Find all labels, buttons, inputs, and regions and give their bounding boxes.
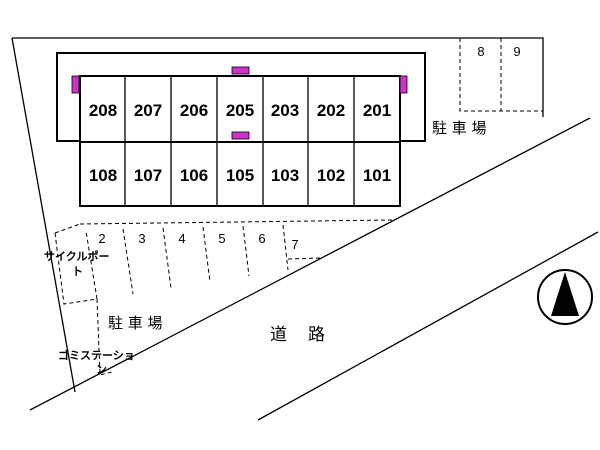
marker-top-center — [231, 66, 250, 75]
door-markers — [71, 66, 408, 140]
parking-top: 8 9 駐 車 場 — [432, 38, 543, 137]
marker-right — [399, 75, 408, 94]
room-201: 201 — [363, 101, 391, 120]
room-208: 208 — [89, 101, 117, 120]
garbage-station-label-continued: ン — [96, 363, 107, 376]
parking-slot-2: 2 — [98, 231, 105, 246]
room-107: 107 — [134, 166, 162, 185]
parking-slot-3: 3 — [138, 231, 145, 246]
room-205: 205 — [226, 101, 254, 120]
room-105: 105 — [226, 166, 254, 185]
room-202: 202 — [317, 101, 345, 120]
marker-left — [71, 75, 80, 94]
room-203: 203 — [271, 101, 299, 120]
parking-top-label: 駐 車 場 — [432, 119, 487, 137]
garbage-station-label: ゴミステーショ — [58, 348, 135, 362]
road-label: 道 路 — [270, 325, 327, 345]
room-206: 206 — [180, 101, 208, 120]
room-207: 207 — [134, 101, 162, 120]
room-108: 108 — [89, 166, 117, 185]
room-103: 103 — [271, 166, 299, 185]
cycle-port-label-continued: ト — [72, 265, 83, 278]
lower-floor: 108 107 106 105 103 102 101 — [79, 141, 401, 207]
room-106: 106 — [180, 166, 208, 185]
parking-slot-9: 9 — [513, 44, 520, 59]
parking-slot-7: 7 — [291, 237, 298, 252]
room-101: 101 — [363, 166, 391, 185]
parking-slot-8: 8 — [477, 44, 484, 59]
parking-slot-5: 5 — [218, 231, 225, 246]
north-arrow-icon — [537, 269, 593, 325]
cycle-port: サイクルポー ト — [44, 249, 109, 278]
parking-slot-6: 6 — [258, 231, 265, 246]
room-102: 102 — [317, 166, 345, 185]
parking-bottom: 2 3 4 5 6 7 駐 車 場 — [54, 219, 393, 332]
marker-mid-center — [231, 131, 250, 140]
upper-floor: 208 207 206 205 203 202 201 — [79, 75, 401, 143]
parking-slot-4: 4 — [178, 231, 185, 246]
site-boundary — [11, 37, 599, 421]
parking-bottom-label: 駐 車 場 — [108, 314, 163, 332]
cycle-port-label: サイクルポー — [44, 249, 109, 263]
garbage-station: ゴミステーショ ン — [58, 298, 135, 376]
